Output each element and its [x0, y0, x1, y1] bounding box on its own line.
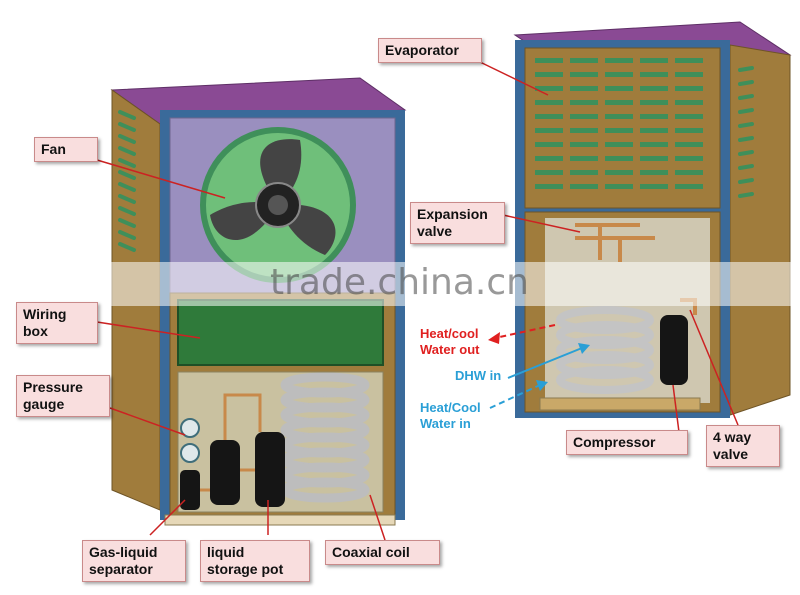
label-fan: Fan — [34, 137, 98, 162]
label-liquid-storage-pot: liquid storage pot — [200, 540, 310, 582]
label-four-way-valve: 4 way valve — [706, 425, 780, 467]
leader-gas-liquid-separator — [149, 499, 186, 536]
label-coaxial-coil: Coaxial coil — [325, 540, 440, 565]
arrow-water-out-head — [488, 332, 500, 344]
leader-fan — [96, 159, 226, 199]
watermark-text: trade.china.cn — [270, 262, 529, 303]
arrow-water-out — [494, 324, 556, 339]
flow-label-heat-cool-water-in: Heat/Cool Water in — [420, 400, 481, 431]
left-unit — [110, 77, 407, 526]
arrow-dhw-in-head — [578, 343, 590, 354]
pressure-gauge-1 — [180, 418, 200, 438]
right-unit — [513, 21, 792, 418]
right-unit-base — [539, 397, 701, 411]
left-unit-base — [164, 514, 396, 526]
label-compressor: Compressor — [566, 430, 688, 455]
gas-liquid-separator — [180, 470, 200, 510]
label-gas-liquid-separator: Gas-liquid separator — [82, 540, 186, 582]
left-unit-side-grille — [118, 110, 136, 252]
expansion-valve-pipes — [575, 223, 655, 262]
label-expansion-valve: Expansion valve — [410, 202, 505, 244]
fan-hub-cap — [268, 195, 288, 215]
flow-label-dhw-in: DHW in — [455, 368, 502, 383]
leader-evaporator — [479, 61, 549, 96]
watermark-band — [0, 262, 800, 306]
right-unit-coil — [556, 306, 654, 394]
label-wiring-box: Wiring box — [16, 302, 98, 344]
flow-arrows — [488, 324, 590, 409]
right-unit-side-panel — [729, 44, 791, 416]
right-unit-side-grille — [738, 66, 754, 198]
leader-coaxial-coil — [369, 494, 386, 541]
fan-assembly — [200, 127, 356, 283]
label-pressure-gauge: Pressure gauge — [16, 375, 110, 417]
pressure-gauge-2 — [180, 443, 200, 463]
liquid-storage-pot-2 — [255, 432, 285, 507]
evaporator-grille — [535, 58, 703, 189]
leader-expansion-valve — [502, 214, 581, 233]
wiring-box — [177, 299, 384, 366]
arrow-dhw-in — [507, 347, 583, 379]
leader-wiring-box — [96, 321, 201, 339]
arrow-water-in — [489, 384, 541, 409]
compressor — [660, 315, 688, 385]
arrow-water-in-head — [536, 380, 548, 391]
leader-pressure-gauge — [109, 407, 186, 436]
left-unit-pipes — [200, 393, 262, 492]
coaxial-coil — [280, 372, 370, 503]
leader-four-way-valve — [689, 309, 739, 426]
liquid-storage-pot-1 — [210, 440, 240, 505]
flow-label-heat-cool-water-out: Heat/cool Water out — [420, 326, 480, 357]
label-evaporator: Evaporator — [378, 38, 482, 63]
